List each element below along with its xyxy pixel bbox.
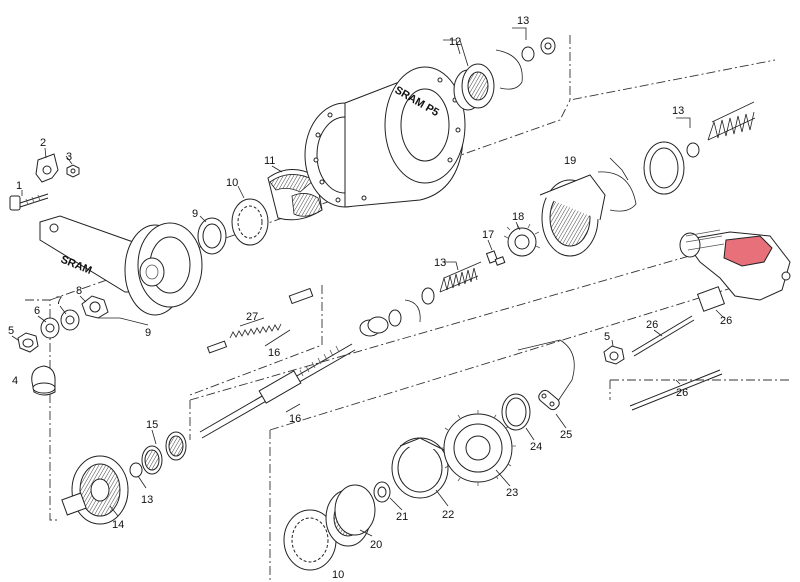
callout-6: 6	[34, 305, 40, 317]
callout-14: 14	[112, 519, 124, 531]
washer-6-part	[40, 317, 60, 339]
clip-part	[35, 153, 59, 183]
cone-21-part	[373, 481, 391, 503]
planet-carrier-14-part	[61, 455, 129, 525]
washer-7-part	[60, 309, 80, 331]
washer-13-lower-part	[129, 462, 143, 478]
callout-21: 21	[396, 511, 408, 523]
callout-13-spring: 13	[672, 105, 684, 117]
sprocket-23-part	[440, 410, 516, 486]
middle-spring-part	[421, 261, 482, 305]
shifter-housing-part	[679, 229, 791, 301]
callout-22: 22	[442, 509, 454, 521]
callout-26-rod: 26	[646, 319, 658, 331]
dust-cap-22-part	[391, 437, 449, 499]
spring-clip-part	[495, 49, 523, 90]
driver-18-part	[503, 223, 541, 257]
brake-drum-part	[124, 222, 203, 316]
callout-1: 1	[16, 180, 22, 192]
callout-labels: 1 2 3 4 5 6 7 8 9 9 10 11 12 13 13 13 13…	[8, 15, 732, 581]
callout-26-lower: 26	[676, 387, 688, 399]
callout-2: 2	[40, 137, 46, 149]
bolt-part	[9, 193, 49, 211]
callout-13-top: 13	[517, 15, 529, 27]
callout-19: 19	[564, 155, 576, 167]
hub-shell-part: SRAM P5	[304, 66, 466, 208]
ball-cage-10-part	[231, 198, 269, 246]
planet-gear-15-part	[141, 431, 187, 475]
callout-13-lower: 13	[141, 494, 153, 506]
push-rod-spring-27-part	[206, 287, 314, 354]
callout-20: 20	[370, 539, 382, 551]
callout-15: 15	[146, 419, 158, 431]
callout-9-bearing: 9	[192, 208, 198, 220]
callout-4: 4	[12, 375, 18, 387]
callout-10-lower: 10	[332, 569, 344, 581]
knurled-ring-11-part	[267, 169, 323, 221]
cap-nut-part	[31, 365, 56, 396]
thrust-washer-part	[388, 299, 421, 327]
callout-27: 27	[246, 311, 258, 323]
callout-24: 24	[530, 441, 542, 453]
bearing-cone-12-part	[453, 63, 495, 111]
washer-13-part	[521, 37, 556, 62]
callout-13-middle: 13	[434, 257, 446, 269]
small-nut-part	[66, 164, 80, 178]
snap-ring-24-part	[501, 393, 531, 431]
shifter-bracket-26-part	[696, 286, 726, 312]
callout-3: 3	[66, 151, 72, 163]
bearing-9-part	[197, 217, 227, 255]
pawl-17-part	[485, 250, 506, 266]
callout-16-axle: 16	[289, 413, 301, 425]
axle-nut-5-part	[17, 332, 39, 353]
callout-7: 7	[56, 295, 62, 307]
callout-11: 11	[264, 155, 275, 167]
callout-9-brake: 9	[145, 327, 151, 339]
callout-16-rod: 16	[268, 347, 280, 359]
clutch-part	[359, 316, 389, 337]
callout-26-bracket: 26	[720, 315, 732, 327]
callout-8: 8	[76, 285, 82, 297]
shifter-highlight	[723, 235, 773, 267]
callout-25: 25	[560, 429, 572, 441]
return-spring-part	[643, 101, 756, 195]
nut-5-right-part	[603, 345, 625, 365]
callout-5-right: 5	[604, 331, 610, 343]
callout-5-left: 5	[8, 325, 14, 337]
nut-8-part	[81, 295, 109, 319]
callout-12: 12	[449, 36, 461, 48]
ball-cage-10-lower-part	[283, 509, 337, 571]
push-rod-26-part	[629, 315, 723, 411]
bearing-20-part	[325, 484, 376, 547]
assembly-centre-lines	[25, 35, 791, 582]
leader-lines	[11, 27, 725, 537]
shift-link-25-part	[517, 339, 575, 411]
callout-10-upper: 10	[226, 177, 238, 189]
callout-18: 18	[512, 211, 524, 223]
callout-23: 23	[506, 487, 518, 499]
ring-gear-19-part	[539, 171, 637, 257]
axle-16-part	[199, 343, 356, 439]
callout-17: 17	[482, 229, 494, 241]
